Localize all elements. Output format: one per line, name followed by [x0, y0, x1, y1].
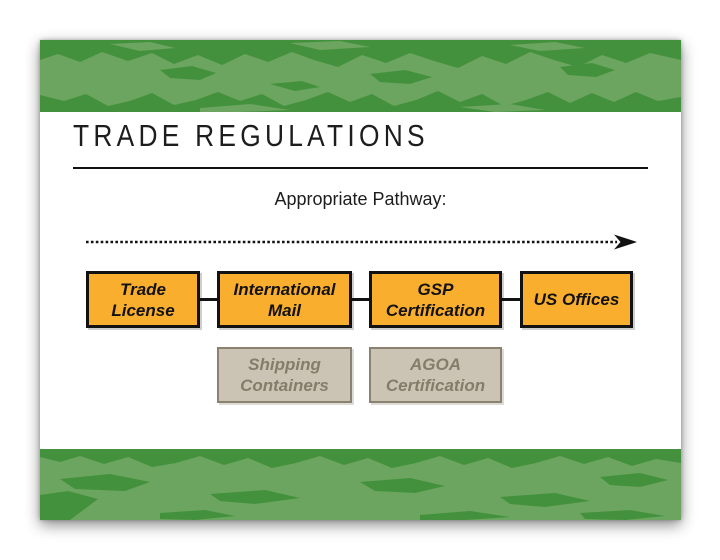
connector-line — [352, 298, 369, 301]
presentation-slide: TRADE REGULATIONS Appropriate Pathway: T… — [40, 40, 681, 520]
top-green-band — [40, 40, 681, 112]
pathway-box-gsp-certification: GSP Certification — [369, 271, 502, 328]
secondary-box-agoa-certification: AGOA Certification — [369, 347, 502, 403]
pathway-subtitle: Appropriate Pathway: — [274, 189, 447, 209]
pathway-box-trade-license: Trade License — [86, 271, 200, 328]
pathway-box-us-offices: US Offices — [520, 271, 633, 328]
secondary-box-shipping-containers: Shipping Containers — [217, 347, 352, 403]
title-underline-rule — [73, 167, 648, 169]
bottom-green-band — [40, 449, 681, 520]
connector-line — [502, 298, 520, 301]
connector-line — [200, 298, 217, 301]
slide-title: TRADE REGULATIONS — [73, 118, 429, 153]
pathway-box-international-mail: International Mail — [217, 271, 352, 328]
dotted-right-arrow-icon — [86, 234, 637, 250]
